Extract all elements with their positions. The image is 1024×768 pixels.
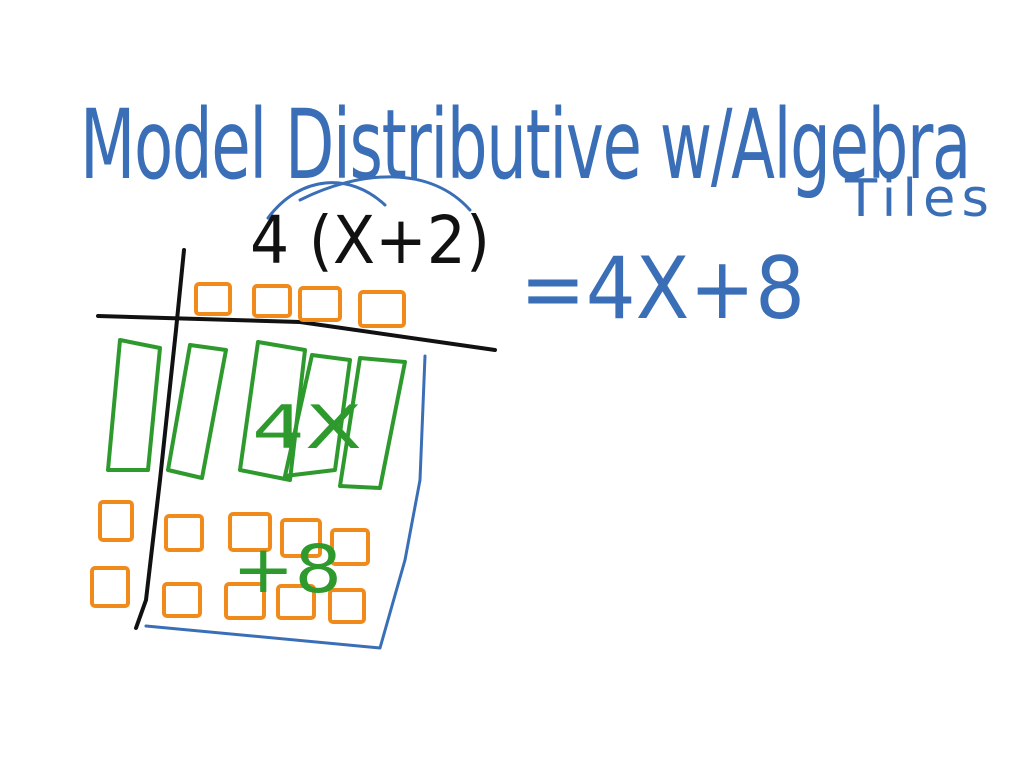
unit-tile bbox=[98, 500, 134, 542]
result-expression: =4X+8 bbox=[520, 239, 805, 339]
x-tile bbox=[283, 353, 352, 478]
unit-tile bbox=[228, 512, 272, 552]
title-line-1: Model Distributive w/Algebra bbox=[80, 89, 970, 201]
area-unit-tiles bbox=[162, 512, 370, 624]
distribution-arrow-2 bbox=[298, 175, 472, 212]
vertical-axis bbox=[134, 248, 186, 630]
title-line-2: Tiles bbox=[844, 169, 995, 229]
top-unit-tiles bbox=[194, 282, 406, 328]
area-x-tiles bbox=[166, 340, 407, 490]
expression: 4 (X+2) bbox=[250, 202, 490, 279]
unit-tile bbox=[252, 284, 292, 318]
unit-tile bbox=[276, 584, 316, 620]
unit-tile bbox=[90, 566, 130, 608]
unit-tile bbox=[194, 282, 232, 316]
area-outline bbox=[144, 354, 427, 650]
unit-tile bbox=[164, 514, 204, 552]
label-8: +8 bbox=[232, 531, 342, 608]
unit-tile bbox=[328, 588, 366, 624]
x-tile bbox=[338, 356, 407, 490]
unit-tile bbox=[358, 290, 406, 328]
unit-tile bbox=[330, 528, 370, 566]
x-tile bbox=[238, 340, 307, 482]
unit-tile bbox=[280, 518, 322, 558]
unit-tile bbox=[224, 582, 266, 620]
label-4x: 4X bbox=[252, 393, 362, 463]
unit-tile bbox=[298, 286, 342, 322]
left-unit-tiles bbox=[90, 500, 134, 608]
left-x-tile bbox=[106, 338, 162, 472]
x-tile bbox=[166, 343, 228, 480]
distribution-arrow-1 bbox=[266, 181, 387, 220]
unit-tile bbox=[162, 582, 202, 618]
horizontal-axis bbox=[96, 314, 497, 352]
